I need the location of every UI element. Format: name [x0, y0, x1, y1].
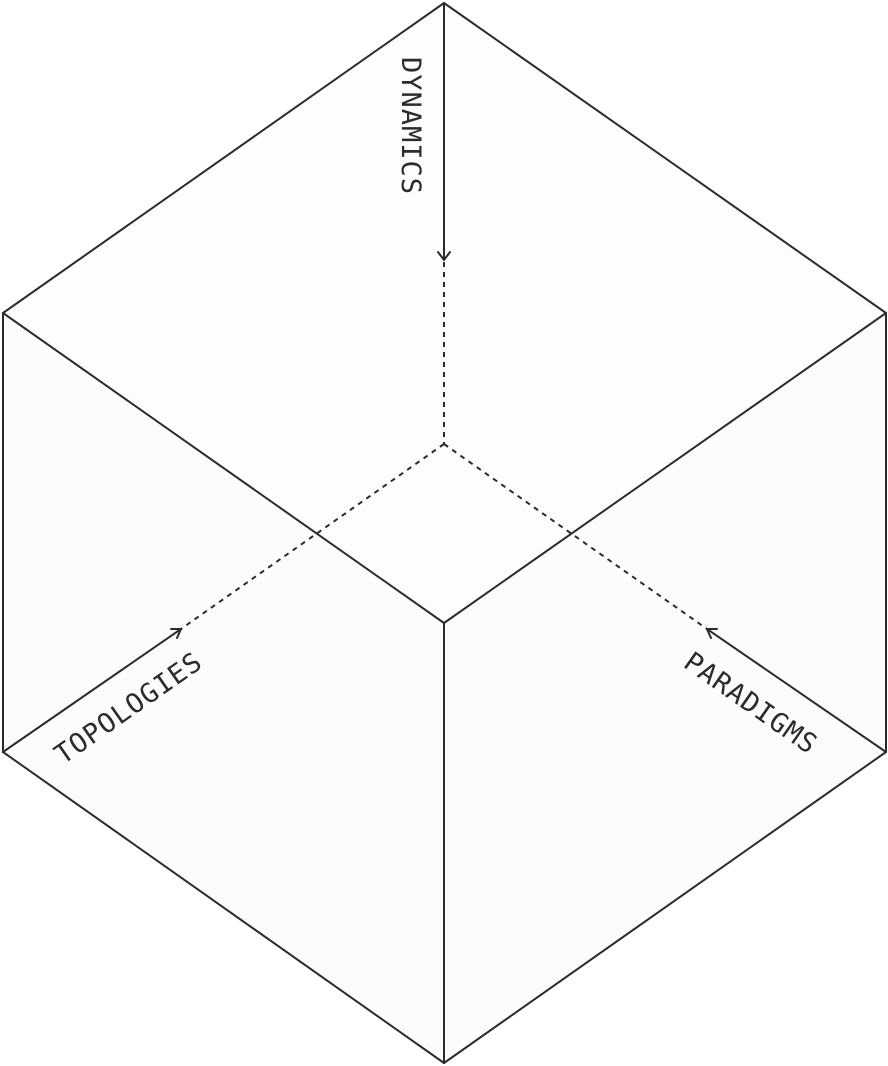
paradigms-arrow	[706, 628, 887, 753]
cube-edge	[2, 751, 445, 1064]
topologies-arrow	[2, 628, 182, 753]
cube-edge	[443, 751, 887, 1064]
cube-edge	[2, 312, 445, 624]
dynamics-label: DYNAMICS	[395, 57, 426, 195]
cube-edge	[443, 312, 887, 624]
cube-edge	[443, 2, 887, 314]
cube-face-right	[444, 313, 886, 1063]
cube-edge	[2, 2, 445, 314]
cube-face-left	[3, 313, 444, 1063]
hidden-edge-right	[443, 443, 708, 630]
dynamics-arrow	[437, 2, 451, 261]
hidden-edge-left	[180, 443, 445, 630]
